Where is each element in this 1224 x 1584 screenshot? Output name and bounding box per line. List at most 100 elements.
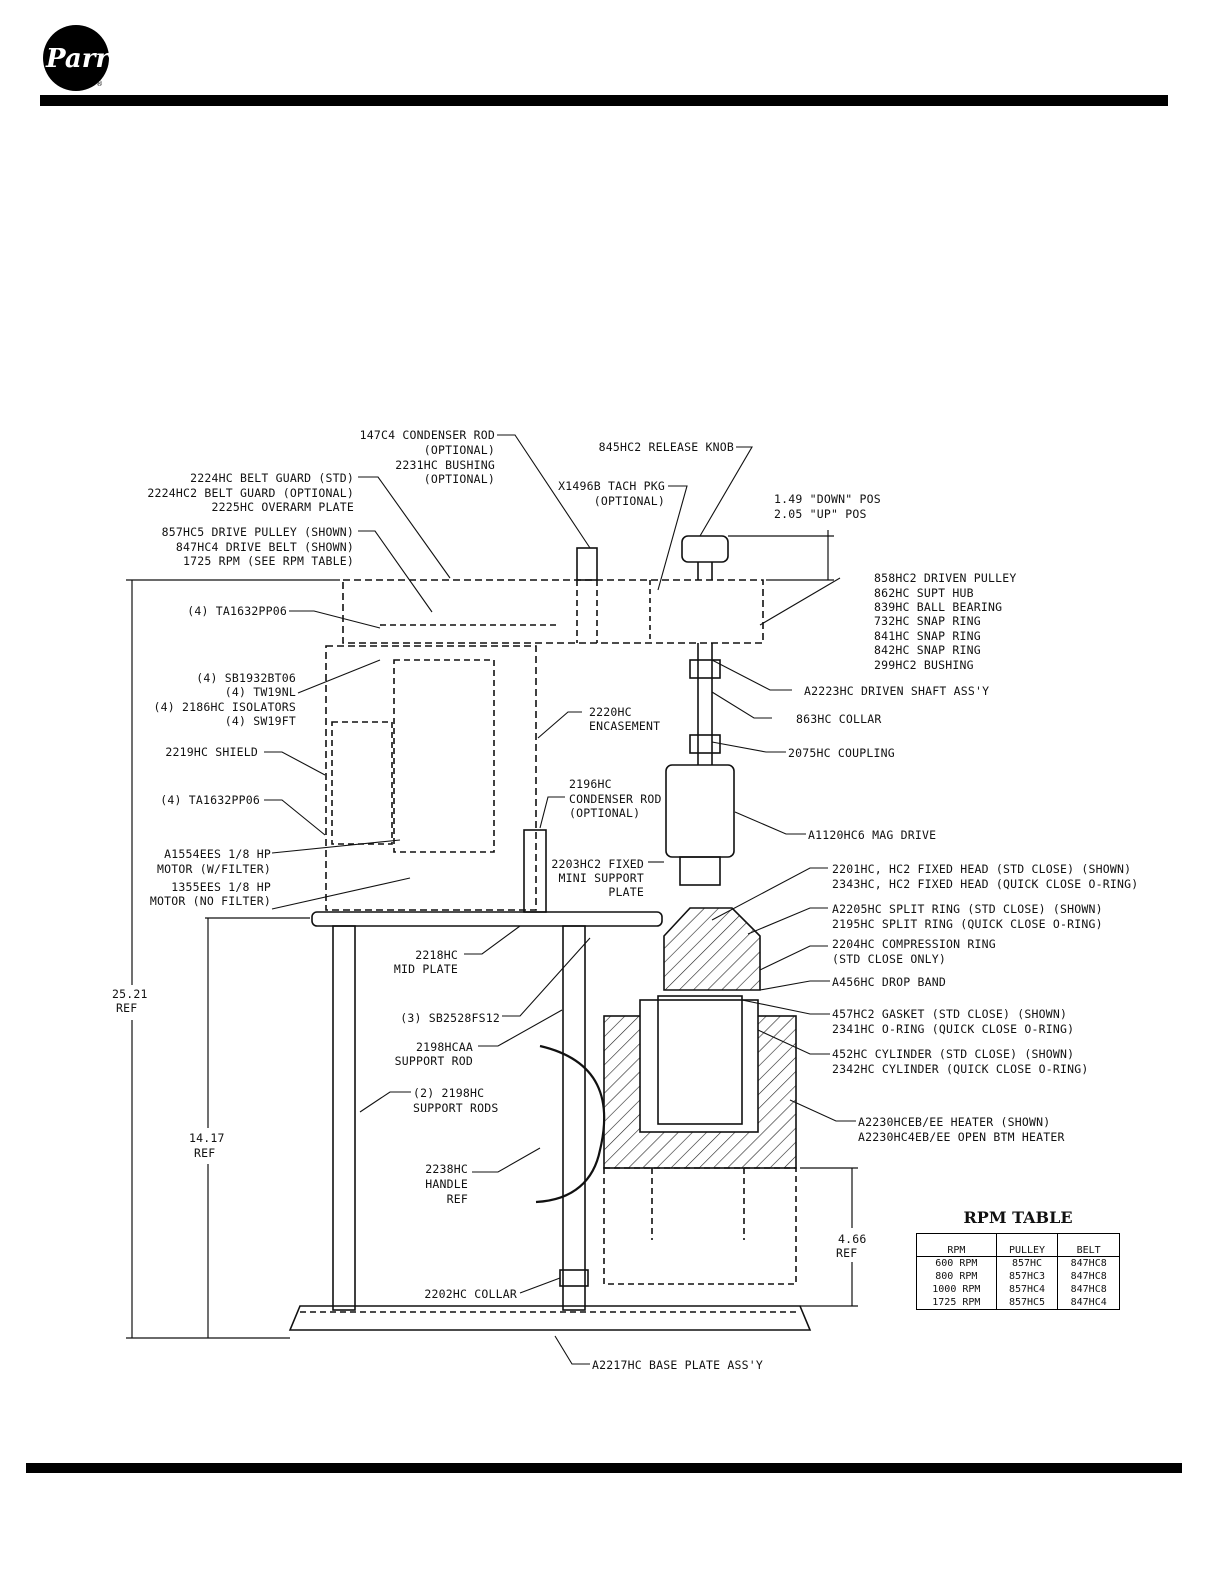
dim-total-value: 25.21 [112, 987, 148, 1001]
support-rod-left [332, 925, 356, 1311]
base-plate [288, 1305, 812, 1331]
label-down-pos: 1.49 "DOWN" POS [774, 492, 881, 506]
label-collar-2202: 2202HC COLLAR [424, 1287, 517, 1301]
label-handle-1: 2238HC [425, 1162, 468, 1176]
label-compression-2: (STD CLOSE ONLY) [832, 952, 946, 966]
label-motor-nofilter-1: 1355EES 1/8 HP [171, 880, 271, 894]
table-cell: 600 RPM [916, 1256, 997, 1270]
label-ball-bearing: 839HC BALL BEARING [874, 600, 1003, 614]
label-mini-support-1: 2203HC2 FIXED [551, 857, 644, 871]
condenser-rod-mid [523, 829, 547, 913]
label-up-pos: 2.05 "UP" POS [774, 507, 867, 521]
vessel-head [663, 907, 761, 991]
label-coupling: 2075HC COUPLING [788, 746, 895, 760]
registered-mark: ® [96, 80, 103, 88]
logo-text: Parr [46, 44, 110, 74]
cylinder [657, 995, 743, 1125]
condenser-rod-top [576, 547, 598, 581]
label-gasket-1: 457HC2 GASKET (STD CLOSE) (SHOWN) [832, 1007, 1068, 1021]
pulley-col-header: PULLEY [995, 1233, 1059, 1257]
dim-lower-ref: REF [194, 1146, 216, 1160]
table-row: 1000 RPM 857HC4 847HC8 [916, 1283, 1120, 1296]
label-supt-hub: 862HC SUPT HUB [874, 586, 974, 600]
label-drop-band: A456HC DROP BAND [832, 975, 946, 989]
mid-plate [311, 911, 663, 927]
label-snap-ring-2: 841HC SNAP RING [874, 629, 981, 643]
label-condenser-rod2-3: (OPTIONAL) [569, 806, 641, 820]
label-motor-filter-2: MOTOR (W/FILTER) [157, 862, 271, 876]
table-row: 1725 RPM 857HC5 847HC4 [916, 1296, 1120, 1310]
support-rod-right [562, 925, 586, 1311]
dim-lower-value: 14.17 [189, 1131, 225, 1145]
label-bushing-2: 299HC2 BUSHING [874, 658, 974, 672]
dim-heater-ref: REF [836, 1246, 858, 1260]
label-isolators: (4) 2186HC ISOLATORS [153, 700, 296, 714]
label-belt-guard-std: 2224HC BELT GUARD (STD) [190, 471, 354, 485]
table-cell: 847HC8 [1057, 1283, 1120, 1296]
label-condenser-rod2-2: CONDENSER ROD [569, 792, 662, 806]
label-driven-pulley: 858HC2 DRIVEN PULLEY [874, 571, 1017, 585]
label-condenser-rod-opt: (OPTIONAL) [423, 443, 495, 457]
label-mini-support-3: PLATE [608, 885, 644, 899]
label-mid-plate-2: MID PLATE [393, 962, 458, 976]
label-driven-shaft: A2223HC DRIVEN SHAFT ASS'Y [804, 684, 990, 698]
label-shield: 2219HC SHIELD [165, 745, 258, 759]
label-fixed-head-1: 2201HC, HC2 FIXED HEAD (STD CLOSE) (SHOW… [832, 862, 1132, 876]
table-cell: 857HC5 [995, 1296, 1059, 1310]
label-motor-filter-1: A1554EES 1/8 HP [164, 847, 271, 861]
table-row: 800 RPM 857HC3 847HC8 [916, 1270, 1120, 1283]
mag-drive [665, 764, 735, 858]
table-cell: 847HC8 [1057, 1256, 1120, 1270]
label-split-ring-1: A2205HC SPLIT RING (STD CLOSE) (SHOWN) [832, 902, 1103, 916]
overarm-housing [342, 579, 764, 644]
label-motor-nofilter-2: MOTOR (NO FILTER) [149, 894, 271, 908]
label-drive-pulley: 857HC5 DRIVE PULLEY (SHOWN) [161, 525, 354, 539]
table-cell: 1725 RPM [916, 1296, 997, 1310]
label-encasement-1: 2220HC [589, 705, 632, 719]
dim-total-ref: REF [116, 1001, 138, 1015]
label-gasket-2: 2341HC O-RING (QUICK CLOSE O-RING) [832, 1022, 1075, 1036]
rpm-col-header: RPM [916, 1233, 997, 1257]
label-fixed-head-2: 2343HC, HC2 FIXED HEAD (QUICK CLOSE O-RI… [832, 877, 1139, 891]
label-screws-top: (4) TA1632PP06 [187, 604, 287, 618]
label-bolts: (4) SB1932BT06 [196, 671, 296, 685]
label-tach-opt: (OPTIONAL) [593, 494, 665, 508]
label-rpm-note: 1725 RPM (SEE RPM TABLE) [183, 554, 354, 568]
label-cylinder-2: 2342HC CYLINDER (QUICK CLOSE O-RING) [832, 1062, 1089, 1076]
label-split-ring-2: 2195HC SPLIT RING (QUICK CLOSE O-RING) [832, 917, 1103, 931]
table-cell: 857HC [995, 1256, 1059, 1270]
label-lockwashers: (4) SW19FT [224, 714, 296, 728]
label-belt-guard-opt: 2224HC2 BELT GUARD (OPTIONAL) [147, 486, 354, 500]
release-knob [681, 535, 729, 563]
rpm-table-title: RPM TABLE [963, 1208, 1073, 1227]
label-heater-2: A2230HC4EB/EE OPEN BTM HEATER [858, 1130, 1065, 1144]
table-cell: 857HC3 [995, 1270, 1059, 1283]
label-condenser-rod: 147C4 CONDENSER ROD [359, 428, 495, 442]
label-handle-2: HANDLE [425, 1177, 468, 1191]
label-tach-pkg: X1496B TACH PKG [558, 479, 665, 493]
label-screws-low: (3) SB2528FS12 [400, 1011, 500, 1025]
label-support-rod-2: SUPPORT ROD [394, 1054, 473, 1068]
label-encasement-2: ENCASEMENT [589, 719, 661, 733]
label-overarm-plate: 2225HC OVERARM PLATE [211, 500, 354, 514]
label-base-plate: A2217HC BASE PLATE ASS'Y [592, 1358, 763, 1372]
label-release-knob: 845HC2 RELEASE KNOB [598, 440, 734, 454]
table-cell: 847HC4 [1057, 1296, 1120, 1310]
label-mag-drive: A1120HC6 MAG DRIVE [808, 828, 937, 842]
label-bushing-opt: (OPTIONAL) [423, 472, 495, 486]
label-mini-support-2: MINI SUPPORT [558, 871, 644, 885]
label-snap-ring-3: 842HC SNAP RING [874, 643, 981, 657]
label-support-rods-1: (2) 2198HC [413, 1086, 485, 1100]
label-washers: (4) TW19NL [224, 685, 296, 699]
label-bushing: 2231HC BUSHING [395, 458, 495, 472]
footer-rule [26, 1463, 1182, 1473]
label-cylinder-1: 452HC CYLINDER (STD CLOSE) (SHOWN) [832, 1047, 1075, 1061]
table-cell: 1000 RPM [916, 1283, 997, 1296]
label-support-rod-1: 2198HCAA [416, 1040, 473, 1054]
belt-col-header: BELT [1057, 1233, 1120, 1257]
label-handle-3: REF [446, 1192, 468, 1206]
label-mid-plate-1: 2218HC [415, 948, 458, 962]
parr-logo: Parr [42, 24, 112, 92]
label-compression-1: 2204HC COMPRESSION RING [832, 937, 996, 951]
